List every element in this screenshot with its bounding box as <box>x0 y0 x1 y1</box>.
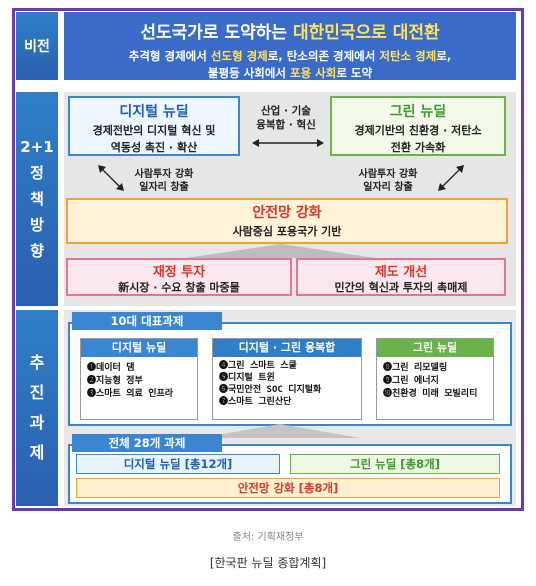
list-item: ❺디지털 트윈 <box>219 373 275 383</box>
upward-shade-arrow-icon <box>186 244 376 258</box>
top10-digital-column: 디지털 뉴딜 ❶데이터 댐 ❷지능형 정부 ❸스마트 의료 인프라 <box>80 338 198 420</box>
vision-description: 추격형 경제에서 선도형 경제로, 탄소의존 경제에서 저탄소 경제로, 불평등… <box>128 49 452 80</box>
all28-safety-bar: 안전망 강화 [총8개] <box>76 478 500 498</box>
digital-newdeal-box: 디지털 뉴딜 경제전반의 디지털 혁신 및 역동성 촉진 · 확산 <box>68 96 240 156</box>
bidirectional-arrow-icon <box>252 139 324 147</box>
list-item: ❼스마트 그린산단 <box>219 397 292 407</box>
source-note: 출처: 기획재정부 <box>232 532 304 543</box>
safety-net-box: 안전망 강화 사람중심 포용국가 기반 <box>66 198 508 244</box>
list-item: ❶데이터 댐 <box>87 363 135 373</box>
list-item: ❿친환경 미래 모빌리티 <box>383 389 478 399</box>
upward-shade-arrow-icon <box>200 424 360 438</box>
diagonal-arrow-right-icon <box>438 165 464 191</box>
top10-convergence-column: 디지털 · 그린 융복합 ❹그린 스마트 스쿨 ❺디지털 트윈 ❻국민안전 SO… <box>212 338 362 420</box>
system-improvement-box: 제도 개선 민간의 혁신과 투자의 촉매제 <box>296 258 506 296</box>
list-item: ❾그린 에너지 <box>383 376 439 386</box>
vision-side-label: 비전 <box>16 12 58 80</box>
diagonal-arrow-left-icon <box>98 165 124 191</box>
list-item: ❷지능형 정부 <box>87 376 143 386</box>
all28-digital-bar: 디지털 뉴딜 [총12개] <box>76 454 280 474</box>
list-item: ❻국민안전 SOC 디지털화 <box>219 385 322 395</box>
vision-banner: 선도국가로 도약하는 대한민국으로 대전환 추격형 경제에서 선도형 경제로, … <box>64 12 516 80</box>
vision-title: 선도국가로 도약하는 대한민국으로 대전환 <box>140 23 440 43</box>
figure-caption: [한국판 뉴딜 종합계획] <box>209 556 327 570</box>
top10-green-column: 그린 뉴딜 ❽그린 리모델링 ❾그린 에너지 ❿친환경 미래 모빌리티 <box>376 338 494 420</box>
top10-label: 10대 대표과제 <box>72 312 222 330</box>
fiscal-investment-box: 재정 투자 新시장 · 수요 창출 마중물 <box>66 258 292 296</box>
all28-label: 전체 28개 과제 <box>72 434 222 452</box>
convergence-label: 산업 · 기술 융복합 · 혁신 <box>256 105 316 131</box>
green-newdeal-box: 그린 뉴딜 경제기반의 친환경 · 저탄소 전환 가속화 <box>330 96 506 156</box>
list-item: ❽그린 리모델링 <box>383 363 448 373</box>
list-item: ❹그린 스마트 스쿨 <box>219 361 297 371</box>
all28-green-bar: 그린 뉴딜 [총8개] <box>290 454 500 474</box>
list-item: ❸스마트 의료 인프라 <box>87 389 174 399</box>
